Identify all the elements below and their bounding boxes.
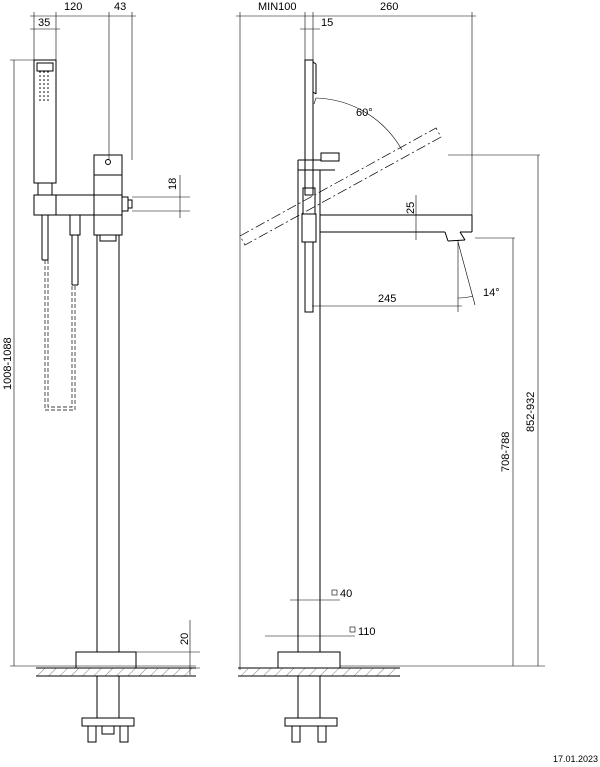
drawing-date: 17.01.2023 xyxy=(553,754,598,764)
right-view xyxy=(236,12,545,743)
dim-angle-14: 14° xyxy=(483,287,500,299)
dim-square-40: 40 xyxy=(340,588,352,600)
shower-nozzle-grid xyxy=(39,71,49,101)
dim-20: 20 xyxy=(179,633,191,645)
dim-15: 15 xyxy=(321,17,333,29)
dim-43: 43 xyxy=(114,1,126,13)
dim-square-110: 110 xyxy=(358,626,376,638)
dim-708-788: 708-788 xyxy=(500,432,512,472)
dim-120: 120 xyxy=(64,1,82,13)
left-view xyxy=(10,12,200,743)
dim-260: 260 xyxy=(380,1,398,13)
dim-245: 245 xyxy=(378,293,396,305)
dim-852-932: 852-932 xyxy=(525,392,537,432)
dim-angle-60: 60° xyxy=(356,107,373,119)
dim-25: 25 xyxy=(405,202,417,214)
dim-min100: MIN100 xyxy=(258,1,297,13)
dim-18: 18 xyxy=(167,178,179,190)
dim-1008-1088: 1008-1088 xyxy=(2,337,14,390)
dim-35: 35 xyxy=(38,17,50,29)
